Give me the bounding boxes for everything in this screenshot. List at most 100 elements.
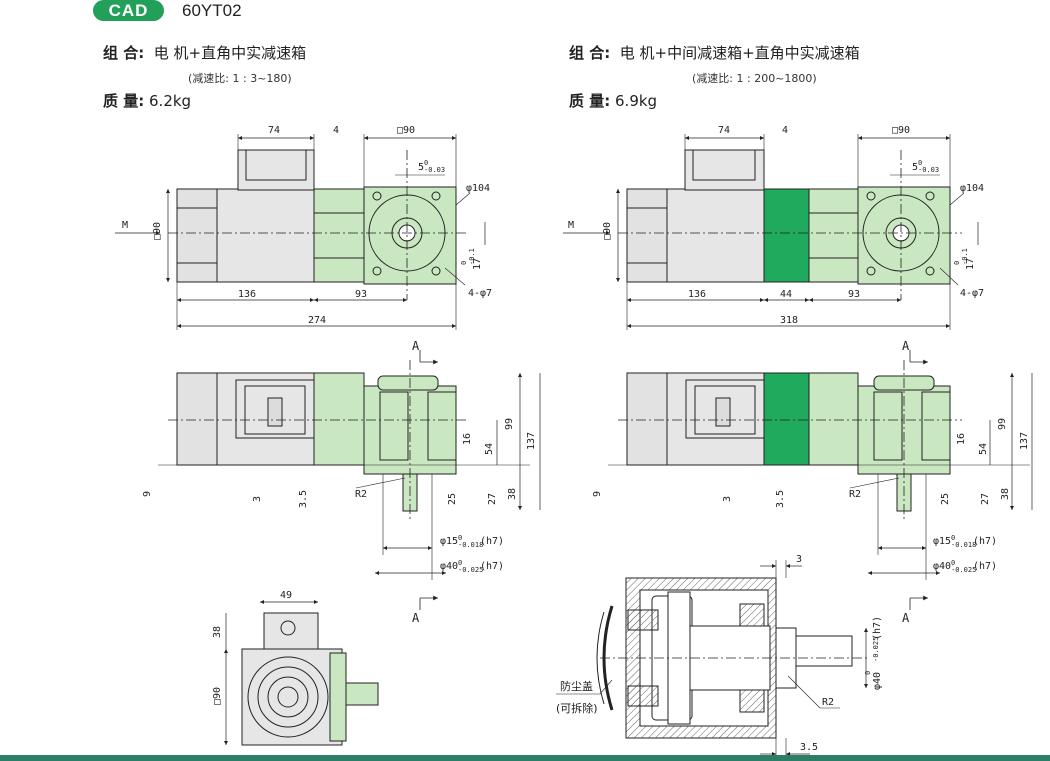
- svg-text:137: 137: [526, 432, 537, 450]
- svg-text:4-φ7: 4-φ7: [960, 288, 984, 299]
- svg-text:□90: □90: [152, 222, 163, 240]
- svg-text:4: 4: [782, 125, 788, 136]
- svg-text:9: 9: [142, 491, 153, 497]
- svg-text:φ104: φ104: [466, 183, 490, 194]
- svg-text:27: 27: [487, 493, 498, 505]
- svg-text:54: 54: [978, 443, 989, 455]
- svg-text:φ40: φ40: [933, 561, 951, 572]
- svg-text:17: 17: [472, 258, 483, 270]
- svg-text:φ40: φ40: [440, 561, 458, 572]
- left-ratio: (减速比: 1 : 3~180): [188, 72, 292, 85]
- right-mass: 质 量: 6.9kg: [569, 92, 658, 110]
- svg-text:-0.1: -0.1: [961, 248, 969, 265]
- svg-text:3.5: 3.5: [298, 490, 309, 508]
- svg-text:99: 99: [504, 418, 515, 430]
- svg-text:3: 3: [252, 496, 263, 502]
- svg-text:74: 74: [718, 125, 730, 136]
- svg-text:-0.025: -0.025: [951, 566, 976, 574]
- svg-text:□90: □90: [212, 687, 223, 705]
- svg-text:0: 0: [951, 534, 955, 542]
- left-side-view: A A 16 54 99 137 9 3 3.5 R2 25 27: [142, 339, 541, 625]
- svg-text:9: 9: [592, 491, 603, 497]
- svg-text:-0.1: -0.1: [468, 248, 476, 265]
- svg-text:93: 93: [848, 289, 860, 300]
- svg-text:0: 0: [460, 261, 468, 265]
- svg-text:38: 38: [1000, 488, 1011, 500]
- svg-text:16: 16: [462, 433, 473, 445]
- svg-text:(h7): (h7): [973, 536, 997, 547]
- footer-bar: [0, 755, 1050, 761]
- svg-text:318: 318: [780, 315, 798, 326]
- svg-text:φ15: φ15: [440, 536, 458, 547]
- cad-badge: CAD: [93, 0, 164, 21]
- svg-text:□90: □90: [602, 222, 613, 240]
- svg-text:0: 0: [864, 671, 872, 675]
- left-end-view: 49 38 □90: [212, 590, 379, 746]
- svg-text:(可拆除): (可拆除): [556, 701, 598, 715]
- svg-text:25: 25: [940, 493, 951, 505]
- svg-text:38: 38: [212, 626, 223, 638]
- svg-text:A: A: [902, 339, 910, 353]
- svg-text:93: 93: [355, 289, 367, 300]
- svg-text:R2: R2: [822, 697, 834, 708]
- svg-text:φ104: φ104: [960, 183, 984, 194]
- left-top-view: 74 4 □90 5 0 -0.03 φ104 M □90 17 0 -0.1 …: [115, 125, 492, 330]
- svg-text:M: M: [568, 220, 574, 231]
- right-top-view: 74 4 □90 5 0 -0.03 φ104 M □90 17 0 -0.1 …: [563, 125, 984, 330]
- svg-text:防尘盖: 防尘盖: [560, 679, 593, 693]
- svg-text:137: 137: [1019, 432, 1030, 450]
- svg-text:M: M: [122, 220, 128, 231]
- left-combo: 组 合: 电 机+直角中实减速箱: [103, 44, 307, 62]
- svg-text:99: 99: [997, 418, 1008, 430]
- svg-text:74: 74: [268, 125, 280, 136]
- svg-text:136: 136: [238, 289, 256, 300]
- svg-text:3: 3: [722, 496, 733, 502]
- svg-text:3.5: 3.5: [800, 742, 818, 753]
- svg-text:φ15: φ15: [933, 536, 951, 547]
- svg-text:17: 17: [965, 258, 976, 270]
- svg-text:25: 25: [447, 493, 458, 505]
- svg-text:-0.03: -0.03: [424, 166, 445, 174]
- svg-text:0: 0: [424, 159, 428, 167]
- svg-text:3.5: 3.5: [775, 490, 786, 508]
- right-combo: 组 合: 电 机+中间减速箱+直角中实减速箱: [569, 44, 860, 62]
- svg-text:0: 0: [953, 261, 961, 265]
- svg-text:(h7): (h7): [872, 616, 883, 640]
- svg-text:□90: □90: [397, 125, 415, 136]
- svg-text:4: 4: [333, 125, 339, 136]
- svg-text:φ40: φ40: [872, 672, 883, 690]
- svg-text:A: A: [412, 339, 420, 353]
- svg-text:0: 0: [458, 534, 462, 542]
- svg-text:44: 44: [780, 289, 792, 300]
- svg-text:49: 49: [280, 590, 292, 601]
- svg-text:16: 16: [956, 433, 967, 445]
- svg-text:0: 0: [458, 559, 462, 567]
- svg-text:R2: R2: [849, 489, 861, 500]
- svg-text:27: 27: [980, 493, 991, 505]
- left-mass: 质 量: 6.2kg: [103, 92, 192, 110]
- svg-text:5: 5: [912, 162, 918, 173]
- svg-text:A: A: [902, 611, 910, 625]
- right-side-view: A A 16 54 99 137 9 3 3.5 R2 25: [592, 339, 1033, 625]
- right-ratio: (减速比: 1 : 200~1800): [692, 72, 817, 85]
- svg-text:-0.03: -0.03: [918, 166, 939, 174]
- svg-text:A: A: [412, 611, 420, 625]
- svg-text:(h7): (h7): [973, 561, 997, 572]
- svg-text:5: 5: [418, 162, 424, 173]
- svg-text:0: 0: [918, 159, 922, 167]
- svg-text:□90: □90: [892, 125, 910, 136]
- svg-text:-0.025: -0.025: [872, 637, 880, 662]
- svg-text:-0.025: -0.025: [458, 566, 483, 574]
- section-view: 3 3.5 R2 φ40 0 -0.025 (h7) 防尘盖 (可拆除): [556, 554, 883, 760]
- svg-text:136: 136: [688, 289, 706, 300]
- svg-text:4-φ7: 4-φ7: [468, 288, 492, 299]
- svg-text:0: 0: [951, 559, 955, 567]
- svg-text:R2: R2: [355, 489, 367, 500]
- svg-text:(h7): (h7): [480, 536, 504, 547]
- svg-text:3: 3: [796, 554, 802, 565]
- svg-text:38: 38: [507, 488, 518, 500]
- svg-text:54: 54: [484, 443, 495, 455]
- svg-text:(h7): (h7): [480, 561, 504, 572]
- svg-text:-0.018: -0.018: [458, 541, 483, 549]
